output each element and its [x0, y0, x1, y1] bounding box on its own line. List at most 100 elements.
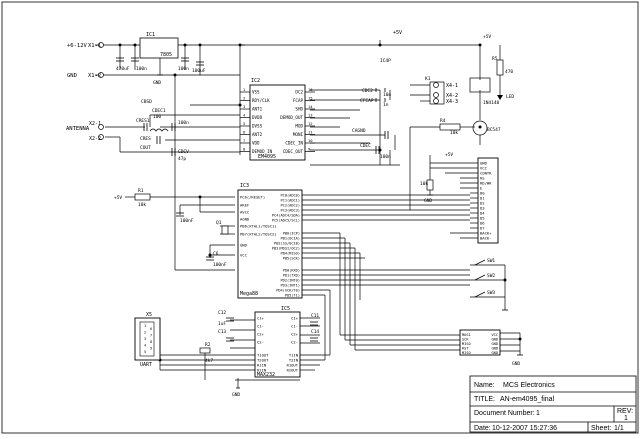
em4095-pin-leads	[240, 91, 315, 152]
uart-pin-number: 7	[150, 334, 152, 338]
mega88-pin-name: PC2(ADC2)	[281, 204, 300, 208]
q1-label: Q1	[216, 220, 222, 226]
max232-pin-name: R1IN	[257, 363, 267, 368]
em4095-part: EM4095	[258, 154, 276, 160]
c11-label: C11	[311, 313, 319, 319]
cagnd-label: CAGND	[352, 128, 366, 134]
em4095-pin-number: 15	[308, 96, 313, 101]
mega88-pin-name: PB7(XTAL2/TOSC2)	[240, 232, 277, 237]
em4095-pin-number: 12	[308, 121, 313, 126]
max232-pin-name: C2+	[291, 332, 299, 337]
em4095-body	[249, 84, 306, 161]
ic1-part-label: 7805	[160, 52, 172, 58]
em4095-pin-number: 11	[308, 130, 313, 135]
uart-pin-number: 3	[144, 337, 146, 341]
cdec1-label: CDEC1	[152, 108, 166, 114]
c14-label: C14	[311, 329, 319, 335]
switch-symbols	[474, 259, 486, 298]
cbsd-label: CBSD	[141, 99, 152, 105]
mega88-pin-name: PD0(RXD)	[283, 269, 300, 273]
cout-label: COUT	[140, 145, 151, 151]
c-47p-label: 47p	[178, 156, 186, 162]
title-block-rev-label: REV:	[617, 408, 633, 415]
em4095-pin-number: 10	[308, 138, 313, 143]
uart-ref: X5	[146, 312, 152, 318]
mega88-pin-name: PB2(SS/OC1B)	[274, 242, 300, 246]
em4095-pin-name: RDY/CLK	[252, 98, 270, 103]
cdc2-label: CDC2	[362, 88, 373, 94]
q2-label: BC547	[487, 127, 501, 133]
isp-pin-right: GND	[492, 342, 499, 346]
mega88-pin-name: PD1(TXD)	[283, 274, 300, 278]
transistor-symbol	[472, 120, 488, 136]
lcd-pin-name: D6	[480, 221, 485, 226]
sw1-label: SW1	[487, 258, 495, 264]
em4095-ref: IC2	[251, 78, 260, 84]
isp-pin-name: MOSI	[462, 333, 471, 337]
em4095-pin-name: ANT1	[252, 107, 263, 112]
ic1-body	[139, 37, 179, 59]
title-block-docnum-label: Document Number:	[474, 410, 535, 417]
c13-label: C13	[218, 329, 226, 335]
em4095-pin-number: 8	[243, 147, 246, 152]
em4095-pin-name: DEMOD_IN	[252, 149, 273, 154]
isp-pin-right: GND	[492, 351, 499, 355]
gnd-label: GND	[67, 73, 77, 79]
r2-val-label: 4k7	[205, 358, 213, 364]
em4095-pin-name: VSS	[252, 90, 260, 95]
em4095-pin-number: 13	[308, 113, 313, 118]
isp-pin-name: MISO	[462, 351, 471, 355]
mega88-pin-name: PD3(INT1)	[281, 284, 300, 288]
isp-pin-name: SCK	[462, 338, 469, 342]
relay-contacts	[429, 81, 445, 105]
lcd-pin-name: BACK-	[480, 236, 491, 241]
max232-body	[254, 311, 301, 378]
lcd-pin-name: D1	[480, 196, 485, 201]
em4095-pin-name: ANT2	[252, 132, 263, 137]
max232-pin-name: C1+	[291, 316, 299, 321]
lcd-pin-name: D3	[480, 206, 485, 211]
mega88-pin-name: AGND	[240, 217, 250, 222]
mega88-pin-name: PB3(MOSI/OC2)	[272, 247, 300, 251]
uart-pin-number: 9	[150, 347, 152, 351]
uart-pin-number: 6	[150, 327, 152, 331]
mega88-pin-name: GND	[240, 243, 248, 248]
x2-2-label: X2-2	[89, 136, 101, 142]
r4-val-label: 10k	[450, 130, 458, 136]
led-label: LED	[506, 94, 514, 100]
crystal-symbol	[221, 225, 229, 235]
cres1-label: CRES1	[136, 118, 150, 124]
mega88-pin-labels: PC6(/RESET)AREFAVCCAGNDPB6(XTAL1/TOSC1)P…	[240, 194, 300, 298]
em4095-pin-number: 3	[243, 104, 245, 109]
r2-label: R2	[205, 342, 211, 348]
r5-label: R5	[492, 56, 498, 62]
max232-pin-name: C2+	[257, 332, 265, 337]
max232-gnd-label: GND	[232, 392, 240, 398]
r1-val-label: 10k	[138, 202, 146, 208]
title-block-title-label: TITLE:	[474, 396, 495, 403]
mega88-pin-name: AVCC	[240, 210, 249, 215]
sw3-label: SW3	[487, 290, 495, 296]
mega88-pin-name: PC4(ADC4/SDA)	[272, 214, 300, 218]
v-1n-label: 1n	[383, 102, 389, 108]
k1-label: K1	[425, 76, 431, 82]
sw2-label: SW2	[487, 273, 495, 279]
mega88-pin-name: PD5(T1)	[285, 294, 300, 298]
max232-pin-name: R2IN	[257, 368, 267, 373]
mega88-part: Mega88	[240, 291, 258, 297]
mega88-pin-name: PC1(ADC1)	[281, 199, 300, 203]
mega88-pin-name: PC6(/RESET)	[240, 195, 265, 200]
max232-pin-labels: C1+C1-C2+C2-T1OUTT2OUTR1INR2INC1+C1-C2+C…	[257, 316, 299, 373]
uart-pin-number: 8	[150, 340, 152, 344]
x1-1-label: X1-1	[88, 43, 101, 49]
plus5v-top-label: +5V	[393, 30, 402, 36]
ground-symbols	[157, 74, 523, 389]
title-block-frame	[469, 375, 637, 433]
resistor-symbols	[134, 59, 504, 354]
mega88-pin-name: PB6(XTAL1/TOSC1)	[240, 224, 277, 229]
max232-pin-name: C2-	[291, 340, 298, 345]
lcd-pin-name: RD/WR	[480, 181, 492, 186]
r5-val-label: 470	[505, 69, 513, 75]
max232-pin-name: T1OUT	[257, 353, 269, 358]
